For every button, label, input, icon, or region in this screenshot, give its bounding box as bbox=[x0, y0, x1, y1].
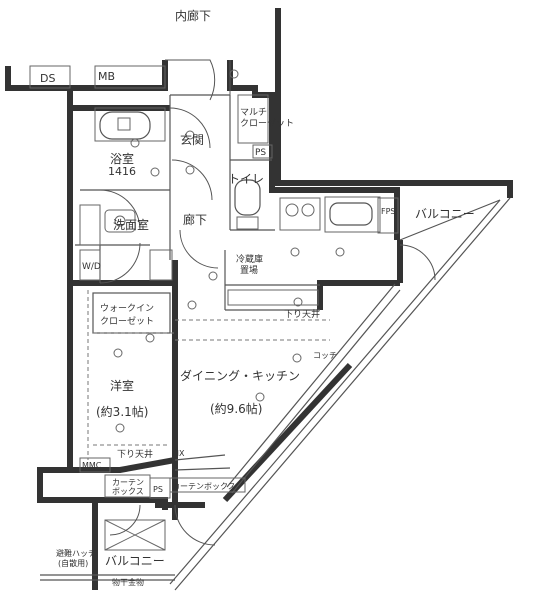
label-toilet: トイレ bbox=[228, 172, 264, 186]
label-eave: 物干金物 bbox=[112, 577, 144, 587]
label-curtain-box-right: カーテンボックス bbox=[172, 482, 236, 491]
label-balcony-right: バルコニー bbox=[415, 207, 475, 221]
labels: 内廊下 DS MB マルチ クローゼット 玄関 PS 浴室 1416 トイレ 廊… bbox=[40, 8, 475, 587]
label-walkin-1: ウォークイン bbox=[100, 303, 154, 314]
label-fridge-1: 冷蔵庫 bbox=[236, 253, 263, 265]
label-western-room: 洋室 bbox=[110, 378, 134, 393]
label-hatch-2: (自散用) bbox=[58, 558, 88, 568]
label-mmc: MMC bbox=[82, 461, 102, 470]
label-dining-kitchen: ダイニング・キッチン bbox=[180, 368, 300, 383]
label-western-size: (約3.1帖) bbox=[96, 404, 148, 419]
label-balcony-bottom: バルコニー bbox=[105, 554, 165, 568]
label-walkin-2: クローゼット bbox=[100, 315, 154, 327]
label-fridge-2: 置場 bbox=[240, 264, 258, 276]
label-fix: FIX bbox=[172, 449, 185, 458]
label-curtain-box-left-2: ボックス bbox=[112, 487, 144, 496]
label-multi-closet-2: クローゼット bbox=[240, 117, 294, 129]
markers bbox=[113, 69, 345, 433]
label-lower-ceiling-bottom: 下り天井 bbox=[117, 448, 153, 460]
label-corridor: 内廊下 bbox=[175, 8, 211, 23]
label-washroom: 洗面室 bbox=[113, 217, 149, 232]
label-hall: 廊下 bbox=[183, 212, 207, 227]
fixtures bbox=[99, 111, 373, 233]
label-hatch-1: 避難ハッチ bbox=[56, 548, 96, 558]
label-ps-bottom: PS bbox=[153, 485, 163, 494]
label-bath: 浴室 bbox=[110, 151, 134, 166]
label-bath-size: 1416 bbox=[108, 165, 136, 178]
label-dk-size: (約9.6帖) bbox=[210, 401, 262, 416]
label-mb: MB bbox=[98, 70, 115, 83]
label-entrance: 玄関 bbox=[180, 132, 204, 147]
label-ds: DS bbox=[40, 72, 55, 85]
label-curtain-box-left-1: カーテン bbox=[112, 478, 144, 487]
diagonal-facade bbox=[169, 197, 511, 591]
doors bbox=[99, 59, 436, 546]
label-cotch: コッチ bbox=[313, 351, 337, 360]
label-fps: FPS bbox=[381, 207, 396, 216]
label-lower-ceiling-top: 下り天井 bbox=[284, 308, 320, 320]
label-multi-closet-1: マルチ bbox=[240, 107, 267, 118]
label-wd: W/D bbox=[82, 262, 101, 272]
partitions bbox=[29, 65, 399, 581]
label-ps-top: PS bbox=[255, 148, 266, 158]
